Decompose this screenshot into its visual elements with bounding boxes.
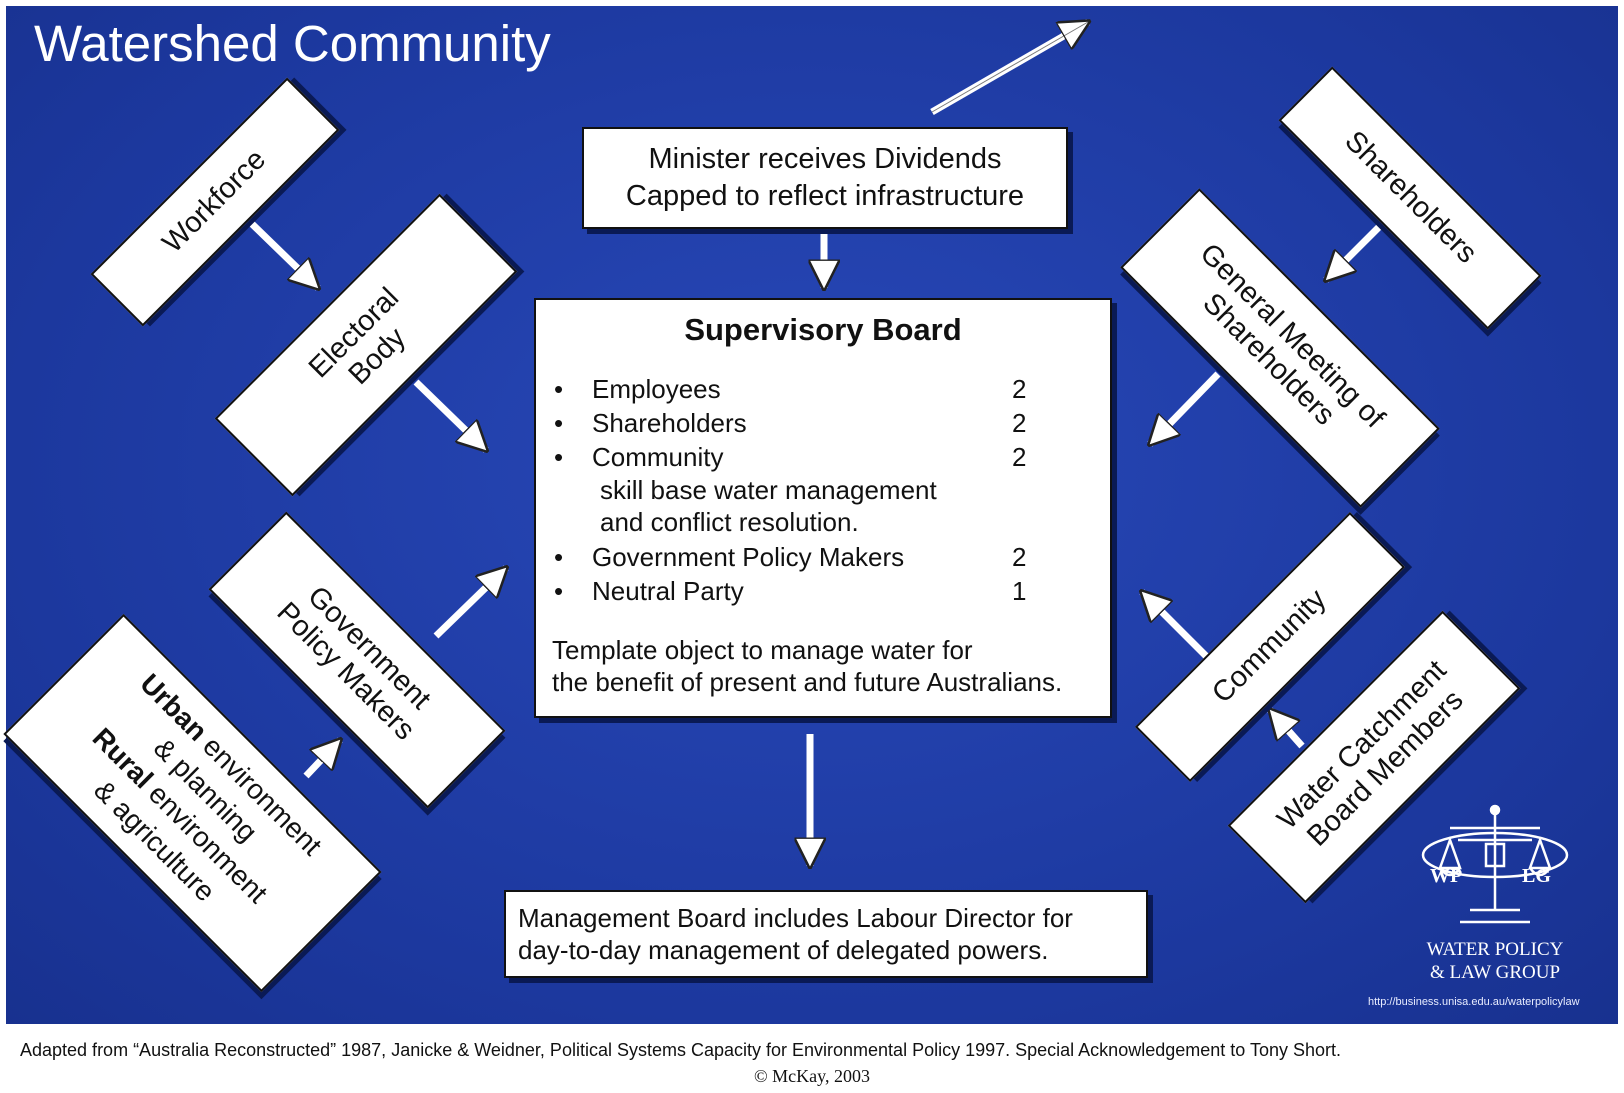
management-board-box: Management Board includes Labour Directo… bbox=[504, 890, 1148, 978]
member-count: 2 bbox=[1012, 374, 1027, 404]
community-note-line2: and conflict resolution. bbox=[600, 507, 859, 537]
supervisory-members-list-2: Government Policy Makers 2 Neutral Party… bbox=[552, 540, 1094, 608]
logo-lg: LG bbox=[1522, 865, 1551, 887]
supervisory-board-title: Supervisory Board bbox=[684, 312, 962, 347]
member-government: Government Policy Makers 2 bbox=[552, 540, 1094, 574]
arrow-water-to-community bbox=[1270, 710, 1305, 749]
template-note: Template object to manage water for the … bbox=[552, 635, 1063, 697]
arrow-electoral-to-board bbox=[413, 379, 486, 450]
minister-box: Minister receives Dividends Capped to re… bbox=[582, 127, 1068, 229]
arrow-government-to-board bbox=[433, 568, 506, 639]
member-count: 2 bbox=[1012, 408, 1027, 438]
arrow-shareholders-to-general bbox=[1326, 211, 1395, 280]
arrow-urban-to-government bbox=[303, 740, 340, 779]
member-employees: Employees 2 bbox=[552, 372, 1094, 406]
supervisory-board-box: Supervisory Board Employees 2 Shareholde… bbox=[534, 298, 1112, 718]
logo-wp: WP bbox=[1430, 865, 1462, 887]
minister-line2: Capped to reflect infrastructure bbox=[625, 180, 1025, 212]
logo-name: WATER POLICY & LAW GROUP bbox=[1426, 939, 1564, 983]
management-line2: day-to-day management of delegated power… bbox=[518, 935, 1049, 965]
diagram-title: Watershed Community bbox=[34, 15, 551, 72]
member-count: 1 bbox=[1012, 576, 1027, 606]
member-count: 2 bbox=[1012, 442, 1027, 472]
member-community: Community 2 bbox=[552, 440, 1094, 474]
member-shareholders: Shareholders 2 bbox=[552, 406, 1094, 440]
logo-url: http://business.unisa.edu.au/waterpolicy… bbox=[1368, 996, 1580, 1008]
community-note-line1: skill base water management bbox=[600, 475, 937, 505]
arrow-workforce-to-electoral bbox=[247, 219, 318, 288]
arrow-general-to-board bbox=[1150, 371, 1221, 444]
footer-copyright: © McKay, 2003 bbox=[754, 1066, 870, 1086]
arrow-community-to-board bbox=[1142, 592, 1209, 659]
supervisory-members-list: Employees 2 Shareholders 2 Community 2 bbox=[552, 372, 1094, 474]
footer-citation: Adapted from “Australia Reconstructed” 1… bbox=[20, 1040, 1341, 1060]
member-neutral: Neutral Party 1 bbox=[552, 574, 1094, 608]
member-count: 2 bbox=[1012, 542, 1027, 572]
scales-of-justice-icon: WP LG bbox=[1421, 804, 1569, 924]
management-line1: Management Board includes Labour Directo… bbox=[518, 903, 1073, 933]
minister-line1: Minister receives Dividends bbox=[648, 143, 1002, 175]
